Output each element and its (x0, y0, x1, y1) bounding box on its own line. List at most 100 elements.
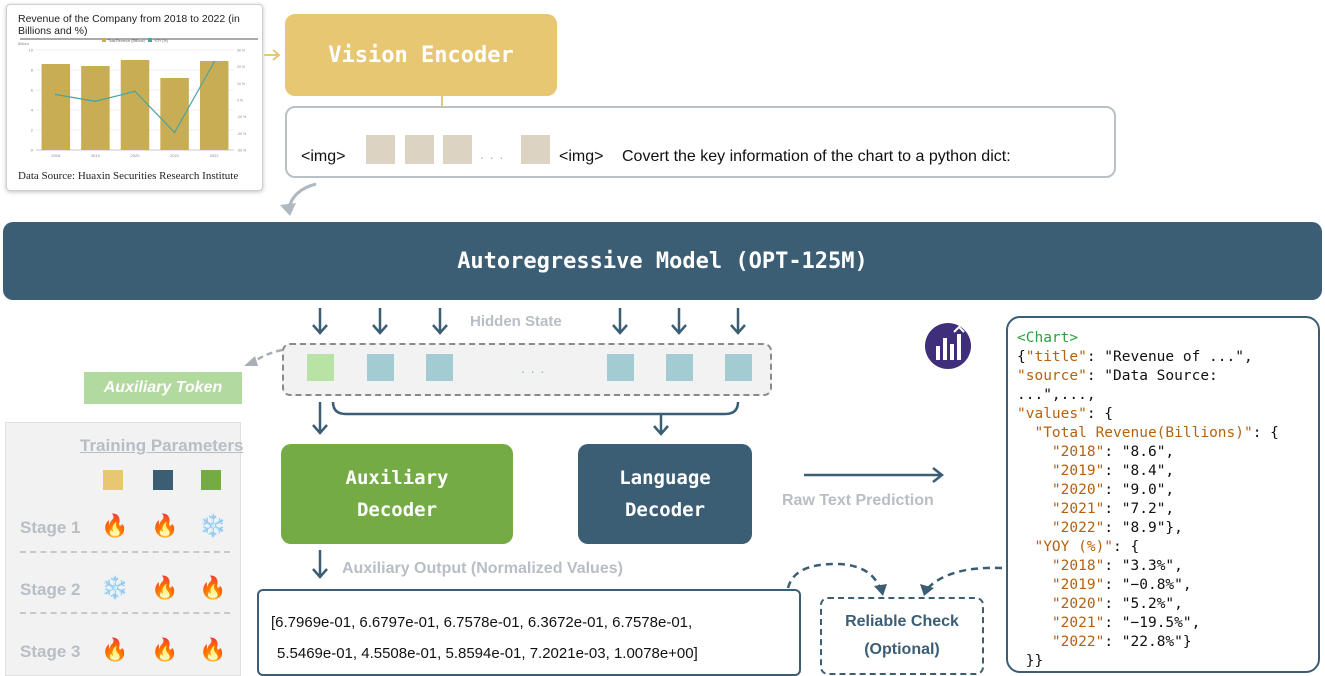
fire-icon: 🔥 (101, 513, 129, 538)
code-value: : "22.8%"} (1104, 634, 1192, 650)
prompt-box (285, 106, 1116, 178)
code-key: "2022" (1051, 520, 1105, 536)
code-key: "source" (1017, 368, 1087, 384)
raw-text-prediction-label: Raw Text Prediction (782, 492, 934, 509)
autoregressive-model-label: Autoregressive Model (OPT-125M) (457, 248, 868, 274)
autoregressive-model-block: Autoregressive Model (OPT-125M) (3, 222, 1322, 300)
img-open-tag: <img> (301, 148, 346, 165)
bar-revenue-2020 (120, 60, 150, 150)
output-code: <Chart> {"title": "Revenue of ...", "sou… (1017, 330, 1279, 669)
y-tick-label: 6 (31, 88, 34, 93)
arrow-to-model (280, 182, 317, 216)
auxiliary-output-line1: [6.7969e-01, 6.6797e-01, 6.7578e-01, 6.3… (271, 614, 693, 631)
code-key: "2020" (1051, 482, 1105, 498)
language-decoder-line1: Language (619, 467, 711, 489)
vision-encoder-label: Vision Encoder (328, 42, 514, 68)
bar-revenue-2021 (160, 78, 189, 150)
chart-thumbnail-title: Revenue of the Company from 2018 to 2022… (18, 13, 240, 37)
code-key: "2019" (1051, 577, 1105, 593)
code-value: : "5.2%", (1104, 596, 1183, 612)
auxiliary-output-box: [6.7969e-01, 6.6797e-01, 6.7578e-01, 6.3… (257, 589, 801, 676)
stage-divider (20, 612, 230, 614)
code-key: "2021" (1051, 615, 1105, 631)
arrow-to-auxiliary-output (312, 550, 328, 579)
fire-icon: 🔥 (199, 575, 227, 600)
stage-divider (20, 551, 230, 553)
code-value: : "Data Source: (1086, 368, 1218, 384)
y-tick-label: 0 (31, 148, 34, 153)
code-key: "values" (1017, 406, 1087, 422)
code-close: }} (1025, 653, 1044, 669)
code-key: "2019" (1051, 463, 1105, 479)
code-key: "Total Revenue(Billions)" (1034, 425, 1253, 441)
yoy-point-2019 (94, 100, 97, 103)
auxiliary-decoder-line2: Decoder (356, 499, 438, 521)
code-value: : "−19.5%", (1104, 615, 1201, 631)
image-token-ellipsis: . . . (480, 146, 505, 162)
legend-swatch-yoy (148, 38, 152, 42)
snowflake-icon: ❄️ (101, 575, 129, 600)
code-value: : "−0.8%", (1104, 577, 1192, 593)
y2-tick-label: 10 % (237, 82, 245, 86)
auxiliary-token-label-box: Auxiliary Token (84, 372, 242, 404)
legend-swatch-revenue (102, 38, 106, 42)
fire-icon: 🔥 (151, 637, 179, 662)
stage-3-label: Stage 3 (20, 642, 81, 661)
reliable-check-arrows (786, 562, 1003, 596)
reliable-check-line2: (Optional) (864, 641, 940, 658)
training-parameters-title: Training Parameters (80, 436, 244, 455)
bar-revenue-2022 (199, 61, 229, 150)
stage-2-label: Stage 2 (20, 580, 81, 599)
chart-source-text: Data Source: Huaxin Securities Research … (18, 170, 239, 182)
fire-icon: 🔥 (199, 637, 227, 662)
bar-revenue-2018 (41, 64, 71, 150)
code-value: : "9.0", (1104, 482, 1175, 498)
legend-label-yoy: YOY (%) (154, 39, 168, 43)
hidden-token (426, 354, 453, 381)
code-value: : "8.9"}, (1104, 520, 1183, 536)
code-value: : "7.2", (1104, 501, 1175, 517)
image-token (366, 135, 395, 164)
fire-icon: 🔥 (151, 575, 179, 600)
output-code-box (1006, 316, 1320, 673)
image-token (521, 135, 550, 164)
hidden-state-label: Hidden State (470, 313, 562, 330)
code-key: "2022" (1051, 634, 1105, 650)
chart-thumbnail-plot: Total Revenue (Billions)YOY (%) Billions… (18, 38, 258, 158)
vision-encoder-block: Vision Encoder (285, 14, 557, 96)
auxiliary-token-square (307, 354, 334, 381)
vision-encoder-param-swatch (103, 470, 123, 490)
arrow-to-auxiliary-token (244, 348, 283, 366)
x-tick-label: 2021 (170, 153, 180, 158)
code-value: : "8.4", (1104, 463, 1175, 479)
auxiliary-output-line2: 5.5469e-01, 4.5508e-01, 5.8594e-01, 7.20… (277, 645, 698, 662)
code-value: ...",..., (1017, 387, 1096, 403)
code-key: "2018" (1051, 444, 1105, 460)
code-key: "2021" (1051, 501, 1105, 517)
chart-logo-icon (925, 323, 971, 369)
code-value: : { (1086, 406, 1114, 422)
img-close-tag: <img> (559, 148, 604, 165)
model-param-swatch (153, 470, 173, 490)
code-value: : "8.6", (1104, 444, 1175, 460)
yoy-point-2018 (54, 93, 57, 96)
y-tick-label: 10 (29, 48, 34, 53)
image-token (443, 135, 472, 164)
code-value: : "Revenue of ...", (1086, 349, 1253, 365)
code-key: "title" (1025, 349, 1087, 365)
fire-icon: 🔥 (101, 637, 129, 662)
auxiliary-token-label: Auxiliary Token (103, 379, 223, 396)
y2-tick-label: -10 % (237, 115, 246, 119)
y2-tick-label: 0 % (237, 99, 243, 103)
yoy-point-2022 (213, 61, 216, 63)
legend-label-revenue: Total Revenue (Billions) (108, 39, 145, 43)
y-tick-label: 2 (31, 128, 34, 133)
y2-tick-label: -20 % (237, 132, 246, 136)
hidden-token (607, 354, 634, 381)
x-tick-label: 2019 (91, 153, 101, 158)
snowflake-icon: ❄️ (199, 513, 227, 538)
x-tick-label: 2022 (210, 153, 220, 158)
code-key: "2020" (1051, 596, 1105, 612)
